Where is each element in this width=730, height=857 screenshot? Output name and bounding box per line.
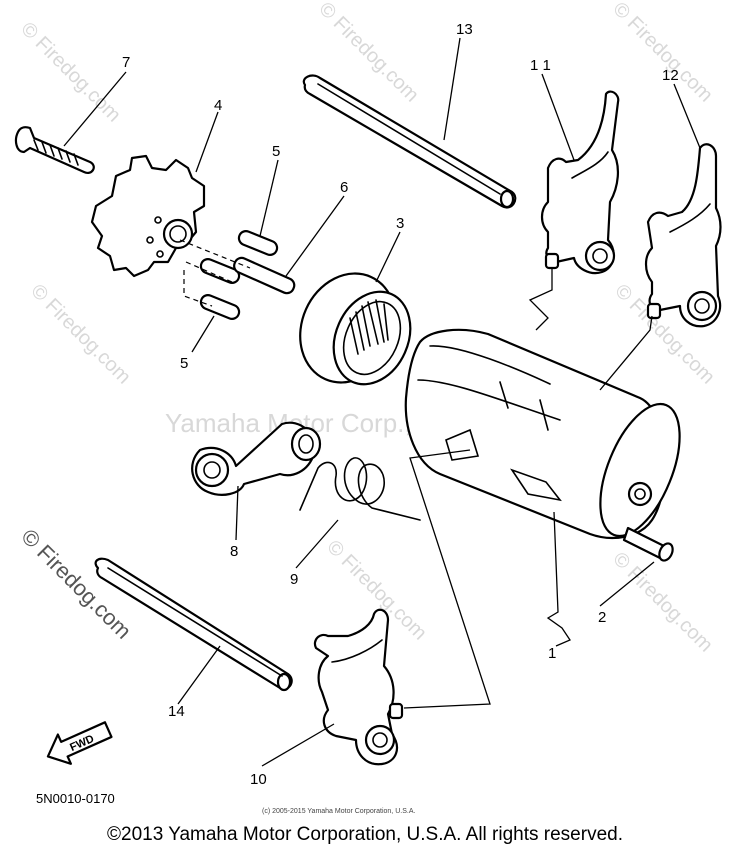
part-14-shift-fork-shaft	[94, 557, 293, 692]
part-6-pin	[233, 256, 296, 295]
leader-lines	[63, 37, 701, 767]
label-part-14: 14	[168, 703, 185, 720]
label-part-9: 9	[290, 571, 298, 588]
part-9-spring	[299, 457, 421, 521]
fwd-arrow: FWD	[46, 721, 113, 765]
part-8-stopper-lever	[191, 421, 322, 496]
part-labels: 7 4 5 6 3 13 1 1 12 5 8 9 2 1 14 10	[122, 21, 679, 788]
part-11-shift-fork	[540, 90, 620, 275]
connector-lines	[403, 268, 653, 709]
watermark-firedog: © Firedog.com	[608, 0, 717, 106]
label-part-2: 2	[598, 609, 606, 626]
label-part-3: 3	[396, 215, 404, 232]
diagram-code: 5N0010-0170	[36, 791, 115, 806]
part-2-pin	[622, 526, 674, 562]
part-12-shift-fork	[644, 143, 722, 328]
label-part-1: 1	[548, 645, 556, 662]
footer-copyright: ©2013 Yamaha Motor Corporation, U.S.A. A…	[107, 824, 623, 845]
part-4-segment	[90, 154, 206, 278]
watermark-firedog: © Firedog.com	[16, 18, 125, 127]
label-part-11: 1 1	[530, 57, 551, 74]
label-part-13: 13	[456, 21, 473, 38]
alignment-lines-segment	[179, 239, 251, 307]
watermark-firedog: © Firedog.com	[608, 548, 717, 657]
label-part-7: 7	[122, 54, 130, 71]
label-part-10: 10	[250, 771, 267, 788]
part-5-pins	[199, 230, 279, 320]
part-1-shift-cam	[404, 328, 681, 540]
part-13-shift-fork-shaft	[302, 74, 517, 209]
part-3-bearing	[299, 272, 412, 386]
label-part-5: 5	[272, 143, 280, 160]
part-7-bolt	[14, 126, 95, 174]
label-part-4: 4	[214, 97, 222, 114]
label-part-12: 12	[662, 67, 679, 84]
small-copyright: (c) 2005-2015 Yamaha Motor Corporation, …	[262, 808, 415, 815]
watermark-firedog: © Firedog.com	[26, 280, 135, 389]
label-part-8: 8	[230, 543, 238, 560]
part-10-shift-fork	[313, 608, 404, 766]
label-part-5: 5	[180, 355, 188, 372]
label-part-6: 6	[340, 179, 348, 196]
